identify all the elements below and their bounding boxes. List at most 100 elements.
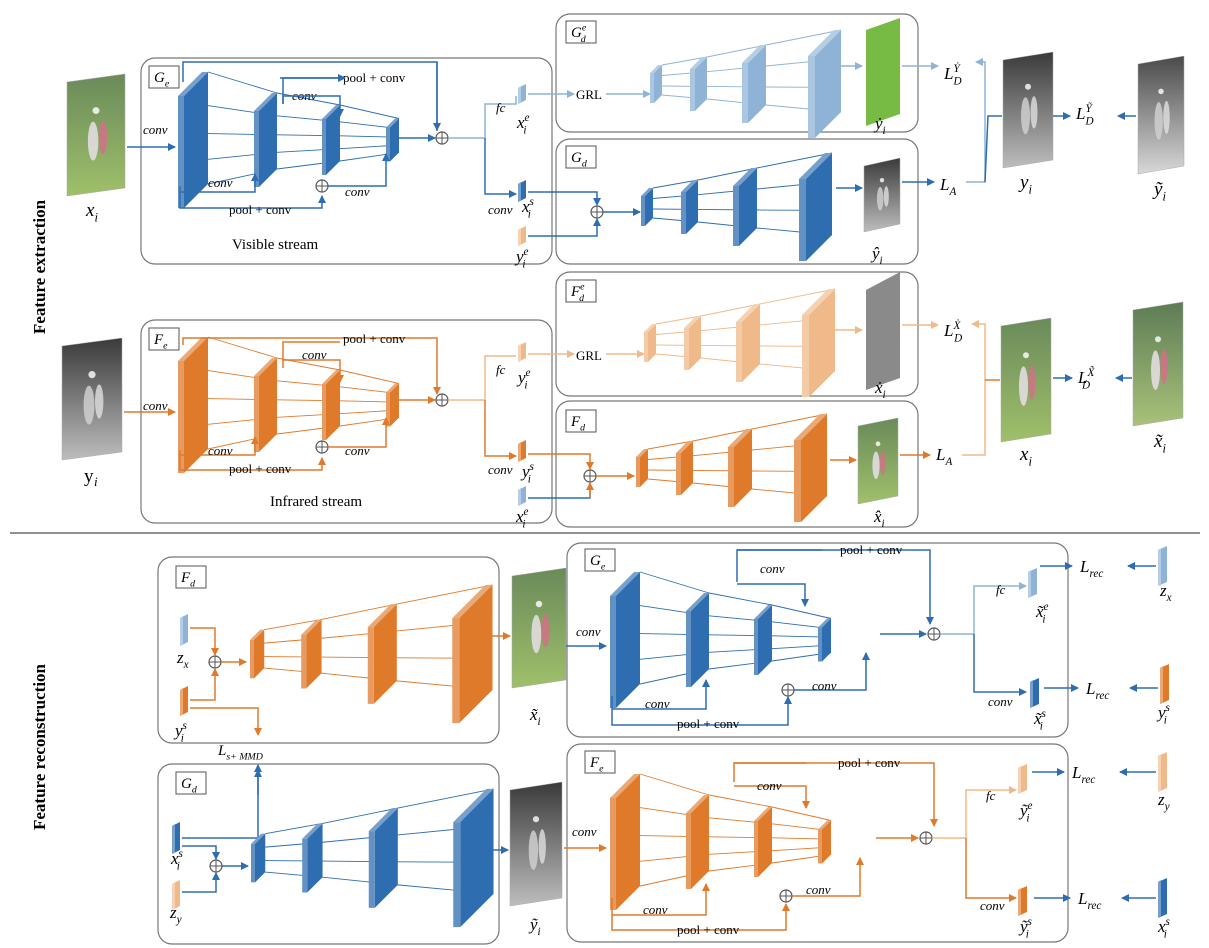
conv-label: conv bbox=[143, 122, 168, 137]
fe-top-layer-2 bbox=[254, 358, 277, 452]
fd-top-label-frame bbox=[565, 409, 597, 433]
projection-line bbox=[759, 288, 836, 305]
connector-arrow bbox=[940, 582, 1027, 635]
projection-line bbox=[661, 56, 708, 66]
infrared-stream-label: Infrared stream bbox=[270, 494, 362, 510]
gd-bottom-label: Gd bbox=[181, 776, 197, 796]
projection-line bbox=[756, 152, 833, 169]
ge-top-layer-4 bbox=[386, 118, 399, 162]
pool-conv-label: pool + conv bbox=[838, 755, 901, 770]
loss-ldxt: LX̃D bbox=[1077, 366, 1095, 392]
projection-line bbox=[396, 584, 493, 605]
fe-bottom-layer-4 bbox=[818, 820, 831, 864]
ge-bottom-layer-4 bbox=[818, 618, 831, 662]
input-image-xi bbox=[66, 73, 126, 197]
connector-arrow bbox=[611, 898, 790, 931]
projection-line bbox=[697, 167, 758, 181]
connector-arrow bbox=[734, 762, 938, 827]
yi-label: yi bbox=[1018, 172, 1032, 197]
gd-bottom-layer-3 bbox=[368, 808, 398, 908]
connector-arrow bbox=[282, 95, 344, 117]
projection-line bbox=[207, 336, 278, 359]
ge-box-bottom bbox=[566, 542, 1069, 738]
connector-arrow bbox=[182, 337, 441, 395]
connector-arrow bbox=[528, 191, 601, 206]
yi-tilde-label-bottom: ỹi bbox=[528, 915, 541, 938]
xi-hat-label: x̂i bbox=[873, 507, 885, 530]
fc-label: fc bbox=[996, 582, 1006, 597]
fd-bottom-layer-1 bbox=[250, 629, 265, 679]
gde-layer-1 bbox=[650, 65, 662, 103]
image-xi bbox=[1000, 317, 1052, 443]
loss-la-bottom: LA bbox=[935, 445, 952, 468]
connector-arrow bbox=[328, 153, 390, 187]
ge-label-top: Ge bbox=[154, 70, 170, 90]
fe-bottom-layer-3 bbox=[754, 807, 772, 877]
sum-node-ge-top-low bbox=[315, 179, 329, 193]
projection-line bbox=[692, 428, 753, 442]
projection-line bbox=[700, 303, 761, 317]
xi-label-right: xi bbox=[1019, 444, 1032, 469]
conv-label: conv bbox=[645, 696, 670, 711]
conv-label: conv bbox=[643, 902, 668, 917]
gde-layer-4 bbox=[808, 30, 841, 138]
fde-layer-1 bbox=[644, 324, 656, 362]
pool-conv-label: pool + conv bbox=[840, 542, 903, 557]
sum-node-ge-bottom bbox=[927, 627, 941, 641]
gde-layer-3 bbox=[742, 45, 766, 123]
ge-box-top bbox=[140, 57, 553, 265]
fc-label: fc bbox=[496, 100, 506, 115]
projection-line bbox=[771, 604, 832, 619]
section-label-extraction: Feature extraction bbox=[30, 199, 49, 335]
connector-arrow bbox=[190, 627, 219, 656]
gd-top-layer-2 bbox=[681, 180, 698, 234]
connector-arrow bbox=[612, 679, 710, 710]
conv-label: conv bbox=[143, 398, 168, 413]
gd-box-top bbox=[555, 138, 919, 265]
projection-line bbox=[265, 822, 323, 835]
grl-label-top: GRL bbox=[576, 87, 602, 102]
fc-label: fc bbox=[986, 788, 996, 803]
loss-lrec-1: Lrec bbox=[1079, 557, 1103, 580]
connector-arrow bbox=[973, 634, 1027, 696]
connector-arrow bbox=[612, 883, 710, 916]
connector-arrow bbox=[734, 785, 810, 809]
sum-node-fe-top bbox=[435, 393, 449, 407]
yi-tilde-label: ỹi bbox=[1152, 179, 1166, 204]
connector-arrow bbox=[794, 652, 870, 691]
recon-image-yi-tilde bbox=[509, 781, 563, 907]
fc-label: fc bbox=[496, 362, 506, 377]
fd-box-top bbox=[555, 400, 919, 528]
zx-label: zx bbox=[176, 648, 189, 671]
connector-arrow bbox=[182, 845, 220, 860]
connector-arrow bbox=[932, 786, 1017, 839]
fd-bottom-layer-3 bbox=[367, 604, 397, 704]
gd-top-label-frame bbox=[565, 145, 597, 169]
connector-arrow bbox=[179, 186, 326, 209]
conv-label: conv bbox=[988, 694, 1013, 709]
conv-label: conv bbox=[345, 443, 370, 458]
ge-bottom-layer-2 bbox=[686, 593, 709, 687]
conv-label: conv bbox=[806, 882, 831, 897]
conv-label: conv bbox=[812, 678, 837, 693]
pool-conv-label: pool + conv bbox=[677, 716, 740, 731]
fd-bottom-label: Fd bbox=[180, 570, 195, 590]
conv-label: conv bbox=[757, 778, 782, 793]
projection-line bbox=[264, 618, 322, 631]
connector-arrow bbox=[182, 872, 220, 893]
connector-arrow bbox=[737, 549, 934, 625]
conv-label: conv bbox=[760, 561, 785, 576]
fd-top-layer-3 bbox=[728, 429, 752, 507]
projection-line bbox=[639, 773, 710, 796]
